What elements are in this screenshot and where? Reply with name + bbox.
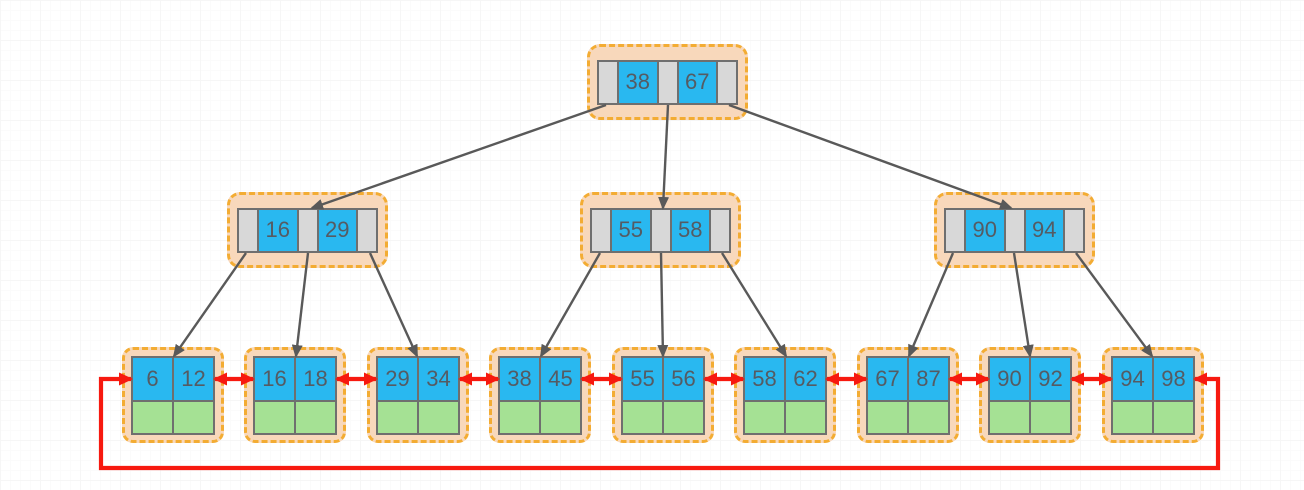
key-cell: 55 bbox=[610, 209, 652, 251]
key-cell: 67 bbox=[868, 357, 907, 400]
record-cell bbox=[623, 401, 662, 433]
key-cell: 29 bbox=[378, 357, 417, 400]
record-cell bbox=[662, 401, 703, 433]
record-cell bbox=[500, 401, 539, 433]
pointer-cell bbox=[946, 209, 964, 251]
leaf-node-3: 38 45 bbox=[489, 347, 591, 443]
pointer-cell bbox=[1065, 209, 1083, 251]
pointer-cell bbox=[592, 209, 610, 251]
record-cell bbox=[990, 401, 1029, 433]
edge-internal-1-to-leaf-4 bbox=[657, 252, 669, 358]
leaf-node-4: 55 56 bbox=[612, 347, 714, 443]
key-cell: 55 bbox=[623, 357, 662, 400]
record-cell bbox=[1029, 401, 1070, 433]
record-cell bbox=[1113, 401, 1152, 433]
edge-internal-2-to-leaf-6 bbox=[907, 252, 955, 358]
edge-internal-1-to-leaf-3 bbox=[539, 252, 602, 358]
key-cell: 16 bbox=[257, 209, 299, 251]
leaf-node-1: 16 18 bbox=[244, 347, 346, 443]
key-cell: 90 bbox=[990, 357, 1029, 400]
key-cell: 34 bbox=[417, 357, 458, 400]
key-cell: 38 bbox=[500, 357, 539, 400]
leaf-node-7: 90 92 bbox=[979, 347, 1081, 443]
pointer-cell bbox=[358, 209, 376, 251]
record-cell bbox=[133, 401, 172, 433]
edge-internal-2-to-leaf-8 bbox=[1075, 252, 1154, 358]
leaf-node-5: 58 62 bbox=[734, 347, 836, 443]
key-cell: 6 bbox=[133, 357, 172, 400]
key-cell: 16 bbox=[255, 357, 294, 400]
internal-node-1-cells: 55 58 bbox=[590, 207, 731, 253]
root-node-cells: 38 67 bbox=[597, 59, 738, 105]
record-cell bbox=[294, 401, 335, 433]
edge-internal-0-to-leaf-1 bbox=[291, 252, 310, 358]
internal-node-2: 90 94 bbox=[934, 192, 1095, 268]
edge-internal-0-to-leaf-0 bbox=[172, 252, 247, 358]
key-cell: 12 bbox=[172, 357, 213, 400]
internal-node-1: 55 58 bbox=[580, 192, 741, 268]
pointer-cell bbox=[711, 209, 729, 251]
pointer-cell bbox=[651, 209, 670, 251]
key-cell: 98 bbox=[1152, 357, 1193, 400]
key-cell: 58 bbox=[745, 357, 784, 400]
key-cell: 58 bbox=[669, 209, 711, 251]
leaf-node-0: 6 12 bbox=[122, 347, 224, 443]
key-cell: 45 bbox=[539, 357, 580, 400]
pointer-cell bbox=[718, 61, 736, 103]
key-cell: 56 bbox=[662, 357, 703, 400]
pointer-cell bbox=[1005, 209, 1024, 251]
key-cell: 94 bbox=[1023, 209, 1065, 251]
record-cell bbox=[417, 401, 458, 433]
edge-internal-0-to-leaf-2 bbox=[368, 252, 419, 358]
key-cell: 38 bbox=[617, 61, 659, 103]
record-cell bbox=[868, 401, 907, 433]
pointer-cell bbox=[599, 61, 617, 103]
record-cell bbox=[255, 401, 294, 433]
internal-node-2-cells: 90 94 bbox=[944, 207, 1085, 253]
pointer-cell bbox=[239, 209, 257, 251]
record-cell bbox=[1152, 401, 1193, 433]
key-cell: 67 bbox=[676, 61, 718, 103]
record-cell bbox=[745, 401, 784, 433]
key-cell: 90 bbox=[964, 209, 1006, 251]
record-cell bbox=[784, 401, 825, 433]
edge-internal-2-to-leaf-7 bbox=[1012, 252, 1034, 358]
leaf-node-6: 67 87 bbox=[857, 347, 959, 443]
internal-node-0: 16 29 bbox=[227, 192, 388, 268]
pointer-cell bbox=[298, 209, 317, 251]
record-cell bbox=[539, 401, 580, 433]
record-cell bbox=[907, 401, 948, 433]
root-node: 38 67 bbox=[587, 44, 748, 120]
internal-node-0-cells: 16 29 bbox=[237, 207, 378, 253]
leaf-node-2: 29 34 bbox=[367, 347, 469, 443]
pointer-cell bbox=[658, 61, 677, 103]
edge-internal-1-to-leaf-5 bbox=[720, 252, 788, 358]
leaf-node-8: 94 98 bbox=[1102, 347, 1204, 443]
key-cell: 87 bbox=[907, 357, 948, 400]
key-cell: 94 bbox=[1113, 357, 1152, 400]
key-cell: 29 bbox=[316, 209, 358, 251]
key-cell: 18 bbox=[294, 357, 335, 400]
record-cell bbox=[378, 401, 417, 433]
key-cell: 62 bbox=[784, 357, 825, 400]
key-cell: 92 bbox=[1029, 357, 1070, 400]
record-cell bbox=[172, 401, 213, 433]
